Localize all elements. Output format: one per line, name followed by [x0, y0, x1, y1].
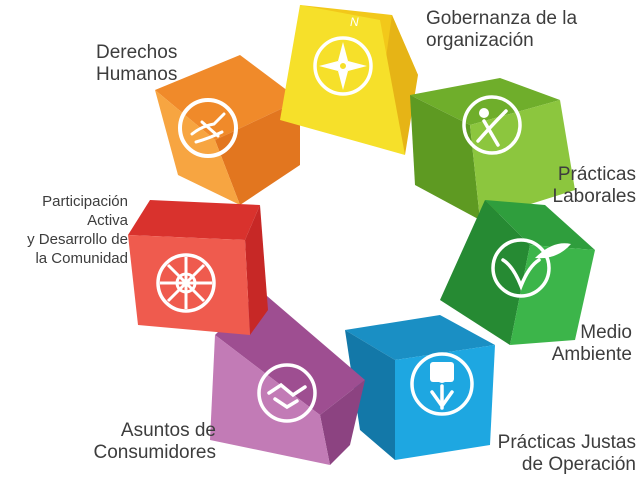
hand-writing-icon — [178, 98, 238, 158]
label-line: Humanos — [96, 64, 178, 85]
label-line: Ambiente — [551, 344, 632, 365]
label-medio-ambiente: Medio Ambiente — [526, 322, 632, 366]
cube-front-face — [155, 90, 240, 205]
label-line: y Desarrollo de — [27, 231, 128, 248]
cube-derechos-humanos — [155, 55, 300, 205]
cube-side-face — [345, 330, 395, 460]
label-line: Prácticas — [557, 164, 636, 185]
cube-side-face — [320, 380, 365, 465]
label-line: organización — [426, 30, 534, 51]
label-line: Medio — [580, 322, 632, 343]
label-derechos-humanos: Derechos Humanos — [96, 42, 177, 86]
wheel-icon — [156, 253, 216, 313]
label-line: de Operación — [521, 454, 636, 475]
cube-front-face — [470, 100, 575, 220]
label-line: la Comunidad — [35, 250, 128, 267]
cube-top-face — [155, 55, 300, 140]
cube-top-face — [410, 78, 560, 125]
compass-icon — [313, 36, 373, 96]
cube-comunidad — [128, 200, 268, 335]
label-line: Consumidores — [93, 442, 217, 463]
cube-top-face — [128, 200, 260, 240]
puzzle-person-icon — [410, 352, 474, 416]
label-line: Asuntos de — [120, 420, 216, 441]
cube-top-face — [485, 200, 595, 250]
label-practicas-laborales: Prácticas Laborales — [526, 164, 636, 208]
label-practicas-justas: Prácticas Justas de Operación — [470, 432, 636, 476]
cube-side-face — [440, 200, 530, 345]
cube-side-face — [245, 205, 268, 335]
cube-medio-ambiente — [440, 200, 595, 345]
label-line: Gobernanza de la — [426, 8, 578, 29]
handshake-icon — [257, 363, 317, 423]
label-gobernanza: Gobernanza de la organización — [426, 8, 577, 52]
label-line: Derechos — [96, 42, 178, 63]
cube-gobernanza: N — [280, 5, 418, 155]
cube-side-face — [215, 100, 300, 205]
cube-practicas-laborales — [410, 78, 575, 220]
compass-letter: N — [350, 15, 359, 29]
label-comunidad: Participación Activa y Desarrollo de la … — [10, 192, 128, 268]
cube-top-face — [345, 315, 495, 360]
label-line: Participación — [42, 193, 128, 210]
cube-front-face — [210, 335, 330, 465]
leaf-icon — [491, 238, 571, 298]
label-consumidores: Asuntos de Consumidores — [60, 420, 217, 464]
label-line: Prácticas Justas — [497, 432, 636, 453]
label-line: Activa — [87, 212, 128, 229]
label-line: Laborales — [552, 186, 636, 207]
cube-practicas-justas — [345, 315, 495, 460]
person-icon — [462, 95, 522, 155]
